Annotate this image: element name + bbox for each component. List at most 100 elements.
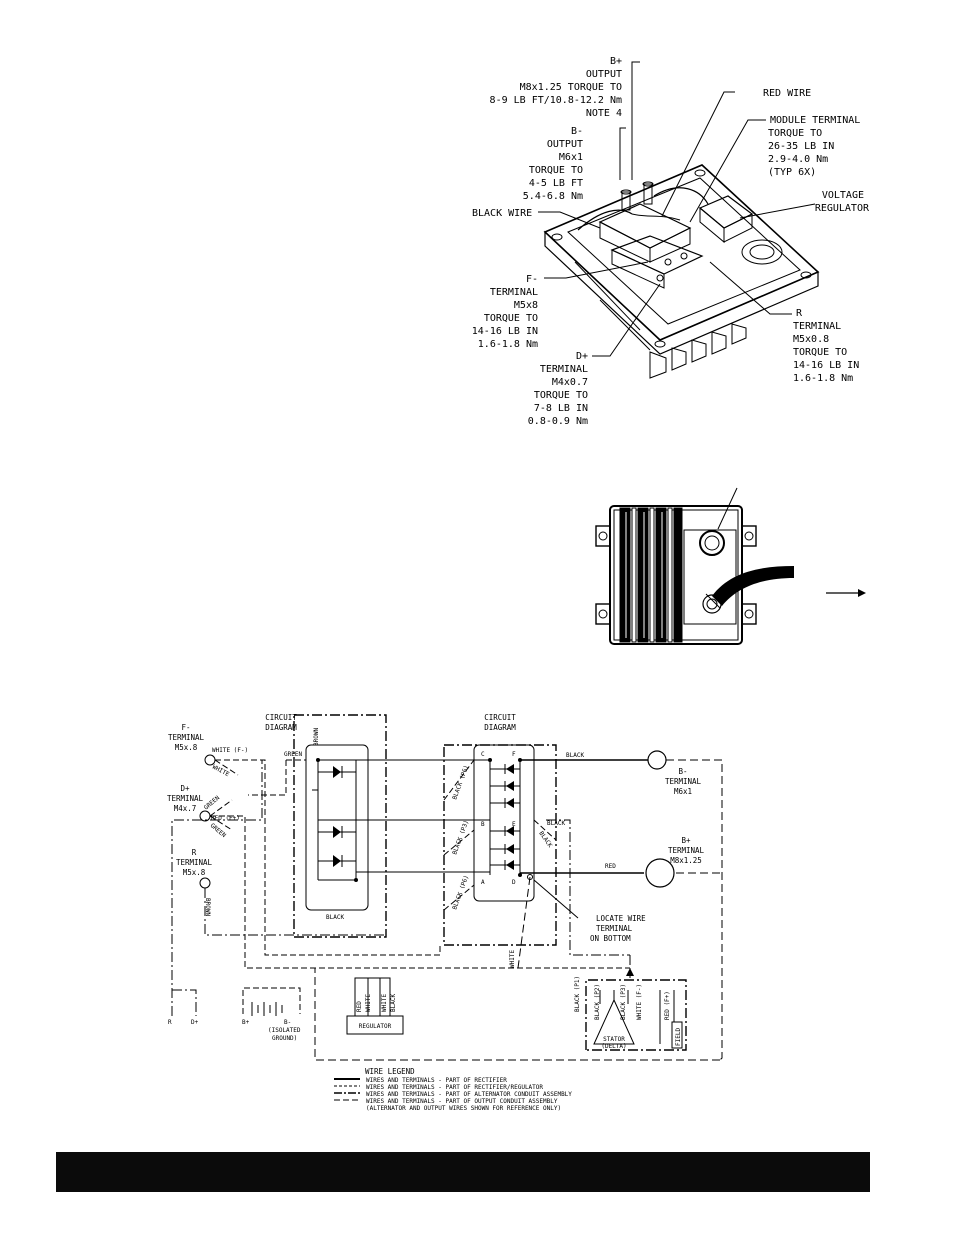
- b-minus-output-callout: B- OUTPUT M6x1 TORQUE TO 4-5 LB FT 5.4-6…: [523, 126, 583, 202]
- svg-text:BLACK (P6): BLACK (P6): [451, 764, 470, 800]
- svg-text:RED: RED: [356, 1001, 363, 1012]
- svg-text:WHITE (F-): WHITE (F-): [636, 984, 643, 1020]
- r-terminal-label: R TERMINAL M5x.8: [176, 848, 213, 877]
- svg-text:BLACK: BLACK: [547, 820, 565, 827]
- svg-text:STATOR: STATOR: [603, 1036, 625, 1043]
- svg-text:TERMINAL: TERMINAL: [668, 846, 705, 855]
- svg-text:B: B: [481, 821, 485, 828]
- svg-text:M5x.8: M5x.8: [175, 743, 198, 752]
- svg-text:5.4-6.8 Nm: 5.4-6.8 Nm: [523, 191, 583, 202]
- legend-item: WIRES AND TERMINALS - PART OF ALTERNATOR…: [366, 1091, 572, 1098]
- right-diode-bridge: [488, 758, 533, 880]
- svg-text:D+: D+: [576, 351, 588, 362]
- svg-text:TORQUE TO: TORQUE TO: [793, 347, 847, 358]
- side-fins: [619, 507, 683, 643]
- svg-text:D+: D+: [191, 1019, 199, 1026]
- b-plus-output-callout: B+ OUTPUT M8x1.25 TORQUE TO 8-9 LB FT/10…: [490, 56, 622, 119]
- svg-text:M6x1: M6x1: [674, 787, 692, 796]
- mounting-tabs: [595, 525, 757, 625]
- svg-text:E: E: [512, 821, 516, 828]
- svg-text:TORQUE TO: TORQUE TO: [484, 313, 538, 324]
- svg-text:D: D: [512, 879, 516, 886]
- svg-text:BROWN: BROWN: [313, 728, 320, 746]
- svg-text:GREEN: GREEN: [209, 822, 228, 839]
- locate-wire-label: LOCATE WIRE TERMINAL ON BOTTOM: [590, 914, 646, 943]
- module-terminal-callout: MODULE TERMINAL TORQUE TO 26-35 LB IN 2.…: [768, 115, 860, 178]
- svg-text:RED (F+): RED (F+): [664, 991, 671, 1020]
- svg-text:M5x0.8: M5x0.8: [793, 334, 829, 345]
- black-wire-callout: BLACK WIRE: [472, 208, 532, 219]
- svg-text:BLACK: BLACK: [537, 830, 553, 849]
- svg-text:TERMINAL: TERMINAL: [167, 794, 204, 803]
- svg-text:2.9-4.0 Nm: 2.9-4.0 Nm: [768, 154, 828, 165]
- red-wire-callout: RED WIRE: [763, 88, 811, 99]
- battery-labels: B+ B- (ISOLATED GROUND): [242, 1019, 301, 1042]
- svg-text:MODULE TERMINAL: MODULE TERMINAL: [770, 115, 860, 126]
- wire-legend: WIRE LEGEND WIRES AND TERMINALS - PART O…: [334, 1067, 572, 1112]
- svg-text:ON BOTTOM: ON BOTTOM: [590, 934, 631, 943]
- footer-bar: [56, 1152, 870, 1192]
- svg-text:(TYP 6X): (TYP 6X): [768, 167, 816, 178]
- f-minus-terminal-label: F- TERMINAL M5x.8: [168, 723, 205, 752]
- legend-item: WIRES AND TERMINALS - PART OF RECTIFIER: [366, 1077, 507, 1084]
- svg-text:1.6-1.8 Nm: 1.6-1.8 Nm: [793, 373, 853, 384]
- svg-text:TERMINAL: TERMINAL: [490, 287, 538, 298]
- svg-text:(ISOLATED: (ISOLATED: [268, 1027, 301, 1034]
- svg-text:B+: B+: [242, 1019, 250, 1026]
- svg-text:OUTPUT: OUTPUT: [586, 69, 622, 80]
- svg-text:WHITE: WHITE: [365, 994, 372, 1012]
- svg-text:NOTE 4: NOTE 4: [586, 108, 622, 119]
- b-plus-terminal-label: B+ TERMINAL M8x1.25: [668, 836, 705, 865]
- svg-text:DIAGRAM: DIAGRAM: [265, 723, 297, 732]
- svg-text:M6x1: M6x1: [559, 152, 583, 163]
- svg-text:A: A: [481, 879, 485, 886]
- svg-text:4-5 LB FT: 4-5 LB FT: [529, 178, 583, 189]
- svg-text:RED: RED: [605, 863, 616, 870]
- svg-text:F: F: [512, 751, 516, 758]
- svg-text:R: R: [168, 1019, 172, 1026]
- svg-text:BLACK (P3): BLACK (P3): [620, 984, 627, 1020]
- regulator-wire-labels: RED WHITE WHITE BLACK: [356, 994, 397, 1012]
- svg-text:BLACK: BLACK: [566, 752, 584, 759]
- svg-text:CIRCUIT: CIRCUIT: [265, 713, 297, 722]
- svg-text:14-16 LB IN: 14-16 LB IN: [793, 360, 859, 371]
- svg-text:8-9 LB FT/10.8-12.2 Nm: 8-9 LB FT/10.8-12.2 Nm: [490, 95, 622, 106]
- right-circuit-title: CIRCUIT DIAGRAM: [484, 713, 516, 732]
- svg-text:B-: B-: [571, 126, 583, 137]
- legend-title: WIRE LEGEND: [365, 1067, 415, 1076]
- svg-text:TERMINAL: TERMINAL: [168, 733, 205, 742]
- svg-text:TERMINAL: TERMINAL: [665, 777, 702, 786]
- left-diode-bridge: [312, 758, 358, 882]
- schematic-labels: CIRCUIT DIAGRAM CIRCUIT DIAGRAM F- TERMI…: [167, 713, 705, 1050]
- svg-text:TERMINAL: TERMINAL: [176, 858, 213, 867]
- svg-text:WHITE: WHITE: [381, 994, 388, 1012]
- rectifier-regulator-isometric: [543, 164, 820, 379]
- svg-text:VOLTAGE: VOLTAGE: [822, 190, 864, 201]
- svg-text:TORQUE TO: TORQUE TO: [768, 128, 822, 139]
- top-view-leaders: [538, 61, 816, 357]
- stator-wire-labels: BLACK (P1) BLACK (P2) BLACK (P3) WHITE (…: [574, 976, 671, 1020]
- svg-text:CIRCUIT: CIRCUIT: [484, 713, 516, 722]
- svg-text:R: R: [192, 848, 197, 857]
- d-plus-terminal-label: D+ TERMINAL M4x.7: [167, 784, 204, 813]
- d-plus-terminal-callout: D+ TERMINAL M4x0.7 TORQUE TO 7-8 LB IN 0…: [528, 351, 588, 427]
- svg-text:RED (F+): RED (F+): [211, 815, 240, 822]
- cable-fitting: [702, 593, 722, 614]
- svg-text:BLACK (P2): BLACK (P2): [594, 984, 601, 1020]
- svg-text:TERMINAL: TERMINAL: [540, 364, 588, 375]
- svg-text:WHITE (F-): WHITE (F-): [212, 747, 248, 754]
- svg-text:M5x.8: M5x.8: [183, 868, 206, 877]
- svg-text:0.8-0.9 Nm: 0.8-0.9 Nm: [528, 416, 588, 427]
- terminal-letters: C F B E A D: [481, 751, 516, 886]
- svg-text:M4x0.7: M4x0.7: [552, 377, 588, 388]
- bottom-left-labels: R D+: [168, 1019, 199, 1026]
- svg-text:M8x1.25 TORQUE TO: M8x1.25 TORQUE TO: [520, 82, 622, 93]
- svg-text:26-35 LB IN: 26-35 LB IN: [768, 141, 834, 152]
- svg-text:TORQUE TO: TORQUE TO: [534, 390, 588, 401]
- svg-text:(DELTA): (DELTA): [601, 1043, 626, 1050]
- legend-item: (ALTERNATOR AND OUTPUT WIRES SHOWN FOR R…: [366, 1105, 561, 1112]
- b-minus-terminal-label: B- TERMINAL M6x1: [665, 767, 702, 796]
- stator-label: STATOR (DELTA): [601, 1036, 626, 1050]
- svg-text:M5x8: M5x8: [514, 300, 538, 311]
